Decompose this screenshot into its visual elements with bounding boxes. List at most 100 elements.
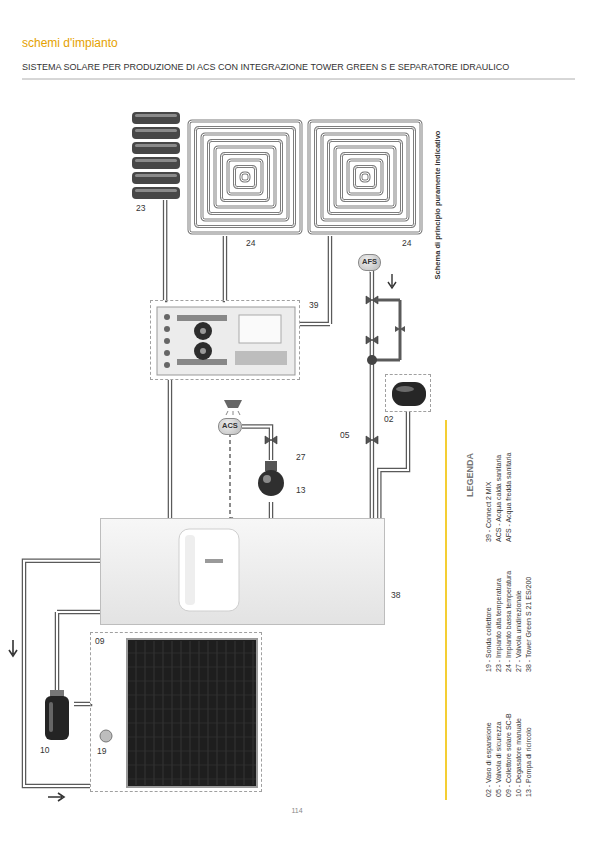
heating-loop <box>196 128 295 227</box>
note: Schema di principio puramente indicativo <box>433 131 442 280</box>
pipe-block <box>235 351 287 365</box>
fitting <box>164 326 170 332</box>
callout-number: 23 <box>136 204 145 214</box>
fitting <box>164 362 170 368</box>
fin-highlight <box>135 114 177 117</box>
pipe-core <box>164 200 166 300</box>
legend-entry: 19 - Sonda collettore <box>485 607 492 672</box>
absorber-line <box>128 737 256 738</box>
drawing-group <box>309 121 421 233</box>
drawing-group <box>100 730 112 742</box>
callout-number: 19 <box>97 747 106 757</box>
drawing-group <box>189 121 301 233</box>
legend-entry: 24 - Impianto bassa temperatura <box>505 571 512 672</box>
solar-collector-drawing <box>91 633 263 793</box>
drawing-group <box>132 112 180 199</box>
heating-loop <box>316 128 415 227</box>
fin-highlight <box>135 174 177 177</box>
pump-hub <box>200 328 206 334</box>
radiator-drawing <box>132 112 180 200</box>
pipe-connector <box>224 236 225 300</box>
pipe-core <box>74 703 90 705</box>
floor-heating-drawing <box>306 118 424 236</box>
radiator: 23 <box>132 112 180 200</box>
module-pump <box>194 322 212 340</box>
flow-arrow <box>48 793 64 801</box>
absorber-line <box>128 681 256 682</box>
solar-collector: 09 19 <box>90 632 262 792</box>
callout-number: 27 <box>296 452 305 462</box>
heating-loop-inner <box>329 141 402 214</box>
shower-icon <box>224 400 242 415</box>
pump-hub <box>200 348 206 354</box>
water-badge: AFS <box>358 254 381 271</box>
pipe-connector <box>24 561 100 786</box>
pipe-core <box>379 412 408 518</box>
absorber-line <box>154 641 155 785</box>
pipe-core <box>370 271 372 518</box>
heating-loop-inner <box>215 147 275 207</box>
title-rule <box>22 79 575 80</box>
callout-number: 09 <box>95 637 104 647</box>
legend-entry: 10 - Degasatore manuale <box>515 718 522 797</box>
pipe-dashed <box>230 435 233 518</box>
absorber-line <box>128 667 256 668</box>
tower-unit-drawing <box>101 519 386 626</box>
callout-number: 02 <box>384 415 393 425</box>
callout-number: 10 <box>40 746 49 756</box>
heating-loop-inner <box>202 134 288 220</box>
legend-entry: 27 - Valvola unidirezionale <box>515 590 522 672</box>
pump-motor <box>265 461 277 471</box>
mixing-valve <box>367 300 405 365</box>
heating-loop <box>342 154 389 201</box>
fitting <box>164 338 170 344</box>
page-title: SISTEMA SOLARE PER PRODUZIONE DI ACS CON… <box>22 62 575 72</box>
connect-module: 39 <box>150 300 300 380</box>
legend-block: LEGENDA02 - Vaso di espansione05 - Valvo… <box>463 427 547 797</box>
heating-loop <box>355 167 376 188</box>
absorber-line <box>208 641 209 785</box>
degasser: 10 <box>40 690 74 742</box>
tank-front <box>179 529 239 611</box>
pipe-outline <box>223 236 228 300</box>
absorber-line <box>253 641 254 785</box>
heating-loop <box>241 173 249 181</box>
expansion-vessel: 02 <box>385 374 431 412</box>
drawing-group <box>127 639 257 787</box>
control-box <box>239 315 281 343</box>
heating-loop <box>209 141 282 214</box>
tower-unit: 38 <box>100 518 385 625</box>
legend-entry: 13 - Pompa di ricircolo <box>525 727 532 797</box>
heating-loop-inner <box>355 167 376 188</box>
absorber-line <box>235 641 236 785</box>
heating-loop <box>235 167 256 188</box>
absorber-line <box>217 641 218 785</box>
absorber-line <box>145 641 146 785</box>
collector-panel <box>127 639 257 787</box>
heating-loop <box>361 173 369 181</box>
sensor-body <box>100 730 112 742</box>
absorber-line <box>128 709 256 710</box>
callout-number: 13 <box>296 486 305 496</box>
badge-text: AFS <box>362 258 377 267</box>
legend-entry: 09 - Collettore solare SC-B <box>505 713 512 797</box>
drawing-group <box>258 461 284 496</box>
control-panel <box>205 559 223 563</box>
page-number: 114 <box>291 807 302 814</box>
heating-loop-inner <box>241 173 249 181</box>
legend-entry: 05 - Valvola di sicurezza <box>495 722 502 797</box>
fin-highlight <box>135 129 177 132</box>
pipe-core <box>300 236 330 324</box>
absorber-line <box>128 653 256 654</box>
radiator-fin <box>132 187 180 199</box>
heating-loop <box>309 121 421 233</box>
pipe-core <box>24 561 100 786</box>
expansion-vessel-drawing <box>386 375 432 413</box>
legend-entry: ACS - Acqua calda sanitaria <box>495 455 502 542</box>
heating-loop-inner <box>322 134 408 220</box>
legend-entry: 38 - Tower Green S 21 ES/200 <box>525 577 532 672</box>
pipe-core <box>270 502 272 518</box>
absorber-line <box>172 641 173 785</box>
absorber-line <box>163 641 164 785</box>
connect-module-drawing <box>151 301 301 381</box>
